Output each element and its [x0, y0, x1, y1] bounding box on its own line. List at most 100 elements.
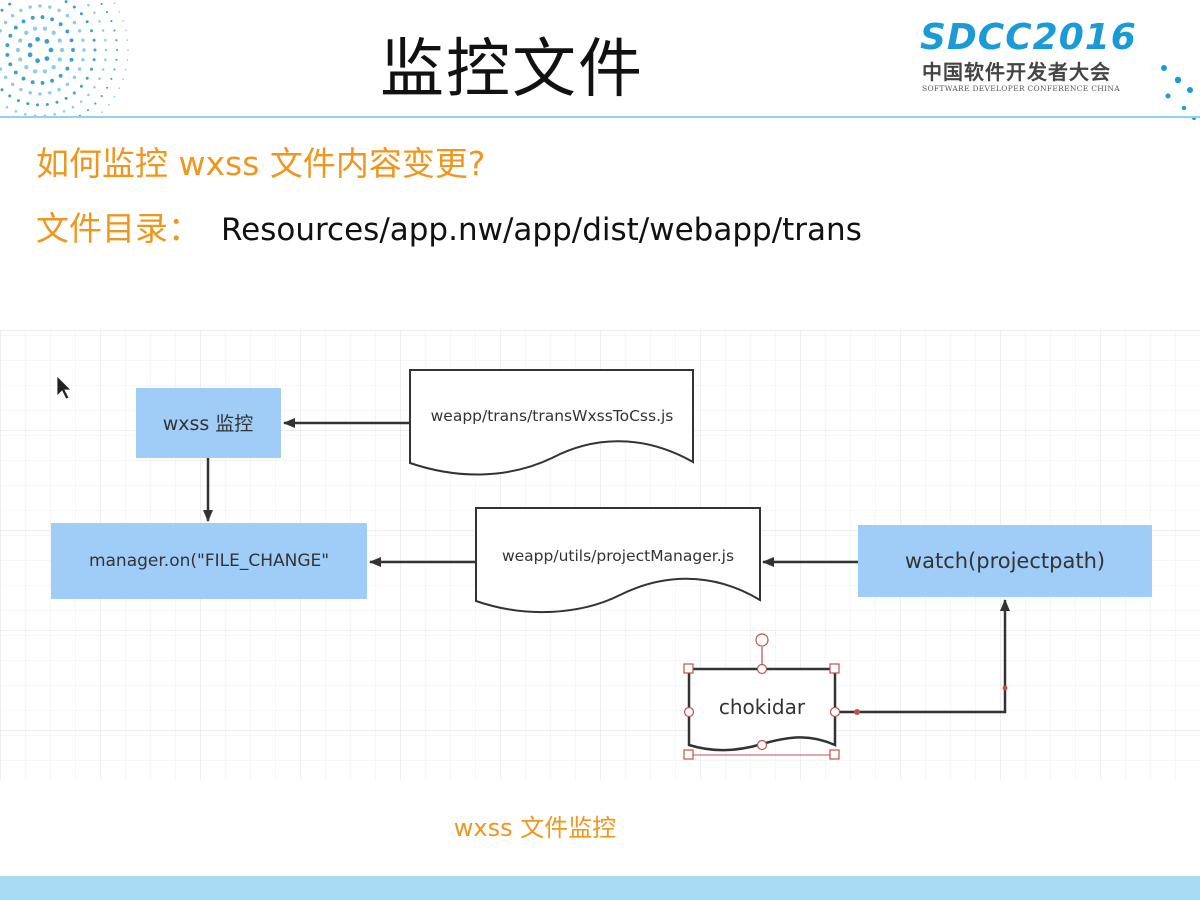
node-wxss-monitor-label: wxss 监控 — [163, 413, 254, 435]
resize-handle[interactable] — [683, 749, 694, 760]
resize-handle[interactable] — [829, 663, 840, 674]
decorative-dot — [90, 29, 93, 33]
decorative-dot — [110, 20, 113, 23]
decorative-dot — [8, 33, 13, 38]
decorative-dot — [118, 87, 121, 90]
decorative-dot — [93, 11, 96, 15]
decorative-dot — [44, 39, 50, 44]
decorative-dot — [19, 8, 23, 13]
decorative-dot — [124, 68, 127, 71]
decorative-dot-pattern-icon — [0, 0, 129, 116]
selection-handles[interactable] — [683, 633, 841, 760]
decorative-dot — [36, 103, 39, 107]
decorative-dot — [33, 114, 37, 116]
node-manager-on: manager.on("FILE_CHANGE" — [51, 523, 367, 599]
decorative-dot — [1174, 76, 1182, 84]
connector-dot — [1002, 685, 1008, 691]
decorative-dot — [42, 26, 48, 31]
decorative-dot — [104, 38, 107, 42]
decorative-dot — [32, 26, 38, 31]
decorative-dot — [69, 38, 74, 43]
decorative-dot — [5, 105, 9, 109]
decorative-dot — [72, 91, 76, 95]
decorative-dot — [126, 39, 129, 41]
decorative-dot — [16, 99, 20, 103]
decorative-dot — [3, 75, 8, 80]
decorative-dot — [38, 4, 42, 8]
decorative-dot — [3, 20, 8, 25]
arrow-chokidar-to-watch — [836, 599, 1010, 714]
decorative-dot — [58, 73, 63, 78]
decorative-dot — [0, 88, 4, 92]
decorative-dot — [104, 58, 107, 62]
resize-handle[interactable] — [829, 749, 840, 760]
decorative-dot — [8, 2, 12, 6]
decorative-dot — [26, 102, 30, 106]
decorative-dot — [64, 96, 68, 100]
decorative-dot — [35, 58, 40, 64]
decorative-dot — [38, 92, 42, 96]
decorative-dot — [51, 65, 56, 70]
logo-main-text: SDCC2016 — [920, 17, 1137, 58]
connection-point[interactable] — [683, 706, 695, 718]
decorative-dot — [51, 30, 56, 35]
decorative-dot — [82, 48, 86, 52]
node-wxss-monitor: wxss 监控 — [136, 388, 281, 458]
connection-point[interactable] — [829, 706, 841, 718]
decorative-dot — [65, 66, 70, 71]
decorative-dot — [1187, 87, 1193, 93]
connection-point[interactable] — [756, 663, 768, 675]
decorative-dot — [53, 113, 56, 116]
directory-path: Resources/app.nw/app/dist/webapp/trans — [221, 212, 862, 248]
decorative-dot — [45, 103, 49, 106]
decorative-dot — [10, 13, 15, 18]
logo-english-text: SOFTWARE DEVELOPER CONFERENCE CHINA — [922, 84, 1120, 93]
rotate-handle[interactable] — [755, 633, 769, 647]
decorative-dot — [77, 67, 82, 71]
decorative-dot — [79, 100, 83, 103]
decorative-dot — [64, 0, 68, 4]
decorative-dot — [24, 30, 29, 35]
decorative-dot — [40, 80, 45, 85]
decorative-dot — [98, 77, 101, 80]
footer-bar — [0, 876, 1200, 900]
decorative-dot — [0, 29, 3, 33]
decorative-dot — [78, 114, 81, 116]
decorative-dot — [93, 85, 96, 89]
decorative-dot — [57, 38, 62, 43]
decorative-dot — [43, 114, 47, 116]
node-chokidar[interactable]: chokidar — [683, 633, 841, 760]
decorative-dot — [85, 76, 89, 80]
decorative-dot — [48, 91, 52, 95]
decorative-dot — [55, 100, 59, 104]
decorative-dot — [69, 57, 74, 62]
node-project-document: weapp/utils/projectManager.js — [475, 507, 761, 614]
decorative-dot — [101, 29, 105, 32]
decorative-dot — [44, 56, 50, 61]
decorative-dot — [19, 87, 23, 92]
decorative-dot — [15, 47, 21, 53]
decorative-dot — [24, 113, 27, 116]
page-title: 监控文件 — [380, 33, 644, 107]
decorative-dot — [18, 38, 23, 43]
mouse-cursor-icon — [56, 375, 72, 400]
question-text: 如何监控 wxss 文件内容变更? — [36, 144, 486, 183]
decorative-dot — [85, 20, 89, 24]
decorative-dot — [122, 20, 124, 22]
decorative-dot — [106, 11, 109, 14]
connection-point[interactable] — [756, 739, 768, 751]
decorative-dot — [127, 49, 129, 51]
decorative-dot — [65, 82, 70, 87]
node-watch: watch(projectpath) — [858, 525, 1152, 597]
decorative-dot — [42, 69, 48, 74]
connector-dot — [854, 709, 860, 715]
resize-handle[interactable] — [683, 663, 694, 674]
header-divider — [0, 116, 1200, 118]
flow-diagram: wxss 监控 weapp/trans/transWxssToCss.js ma… — [0, 330, 1200, 780]
decorative-dot — [0, 67, 3, 71]
decorative-dot — [101, 111, 104, 114]
decorative-dot — [86, 109, 90, 112]
decorative-dot — [10, 82, 15, 87]
decorative-dot — [115, 48, 119, 52]
